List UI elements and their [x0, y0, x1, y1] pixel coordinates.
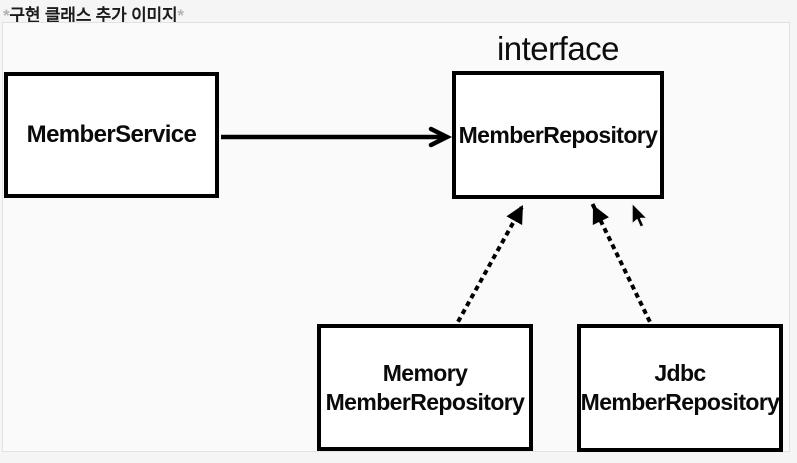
title-text: 구현 클래스 추가 이미지: [9, 6, 178, 25]
node-memory-member-repository: Memory MemberRepository: [317, 324, 533, 451]
node-member-service: MemberService: [4, 72, 219, 198]
title-asterisk-right: *: [177, 6, 184, 25]
interface-stereotype-label: interface: [496, 30, 620, 67]
node-member-service-label: MemberService: [26, 121, 197, 148]
node-member-repository: MemberRepository: [452, 71, 664, 199]
node-jdbc-member-repository: Jdbc MemberRepository: [577, 324, 783, 452]
node-member-repository-label: MemberRepository: [458, 121, 658, 148]
title-asterisk-left: *: [3, 6, 10, 25]
page-title: *구현 클래스 추가 이미지*: [3, 1, 184, 26]
node-jdbc-label-line1: Jdbc: [654, 360, 706, 387]
node-memory-label-line2: MemberRepository: [325, 388, 525, 415]
node-jdbc-label-line2: MemberRepository: [580, 389, 780, 415]
node-memory-label-line1: Memory: [382, 359, 468, 386]
